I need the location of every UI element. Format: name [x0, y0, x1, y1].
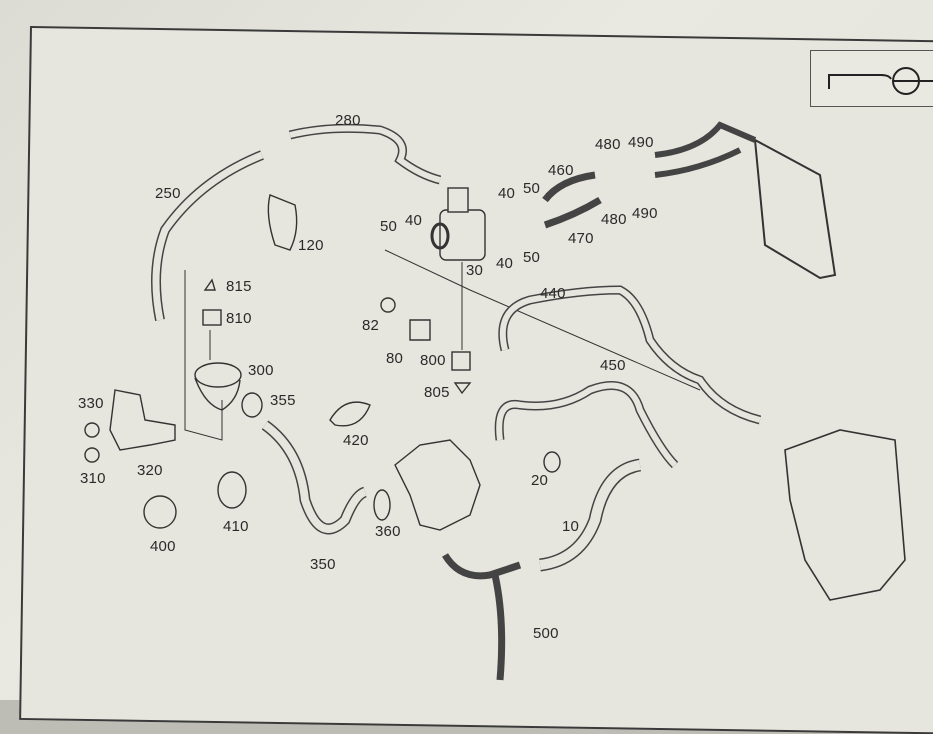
part-label-815[interactable]: 815	[226, 278, 252, 295]
part-label-250[interactable]: 250	[155, 185, 181, 202]
part-label-490[interactable]: 490	[628, 134, 654, 151]
part-label-805[interactable]: 805	[424, 384, 450, 401]
part-label-20[interactable]: 20	[531, 472, 549, 489]
part-label-420[interactable]: 420	[343, 432, 369, 449]
part-label-330[interactable]: 330	[78, 395, 104, 412]
parts-line-art	[84, 121, 906, 681]
part-label-400[interactable]: 400	[150, 538, 176, 555]
part-label-80[interactable]: 80	[386, 350, 404, 367]
part-label-50[interactable]: 50	[523, 249, 541, 266]
bracket-320	[109, 389, 176, 451]
part-label-440[interactable]: 440	[540, 285, 566, 302]
part-label-30[interactable]: 30	[466, 262, 484, 279]
part-label-480[interactable]: 480	[601, 211, 627, 228]
part-label-810[interactable]: 810	[226, 310, 252, 327]
part-label-320[interactable]: 320	[137, 462, 163, 479]
corner-symbol-box	[810, 50, 933, 107]
bracket-120	[267, 194, 298, 251]
water-pump	[394, 439, 481, 531]
part-label-280[interactable]: 280	[335, 112, 361, 129]
part-label-350[interactable]: 350	[310, 556, 336, 573]
part-label-410[interactable]: 410	[223, 518, 249, 535]
part-label-50[interactable]: 50	[380, 218, 398, 235]
part-label-82[interactable]: 82	[362, 317, 380, 334]
part-label-450[interactable]: 450	[600, 357, 626, 374]
clip-420	[329, 401, 371, 427]
expansion-tank	[784, 429, 906, 601]
part-label-10[interactable]: 10	[562, 518, 580, 535]
hose-valve-symbol-icon	[828, 67, 933, 95]
part-label-310[interactable]: 310	[80, 470, 106, 487]
part-label-40[interactable]: 40	[496, 255, 514, 272]
part-label-460[interactable]: 460	[548, 162, 574, 179]
part-label-40[interactable]: 40	[498, 185, 516, 202]
part-label-300[interactable]: 300	[248, 362, 274, 379]
part-label-500[interactable]: 500	[533, 625, 559, 642]
part-label-120[interactable]: 120	[298, 237, 324, 254]
part-label-470[interactable]: 470	[568, 230, 594, 247]
part-label-800[interactable]: 800	[420, 352, 446, 369]
hose-10	[538, 458, 642, 572]
hose-500	[441, 553, 522, 681]
heater-core	[753, 138, 837, 280]
part-label-355[interactable]: 355	[270, 392, 296, 409]
part-label-50[interactable]: 50	[523, 180, 541, 197]
part-label-40[interactable]: 40	[405, 212, 423, 229]
part-label-480[interactable]: 480	[595, 136, 621, 153]
part-label-490[interactable]: 490	[632, 205, 658, 222]
pump-300	[194, 362, 242, 388]
hose-250	[151, 150, 264, 321]
part-label-360[interactable]: 360	[375, 523, 401, 540]
